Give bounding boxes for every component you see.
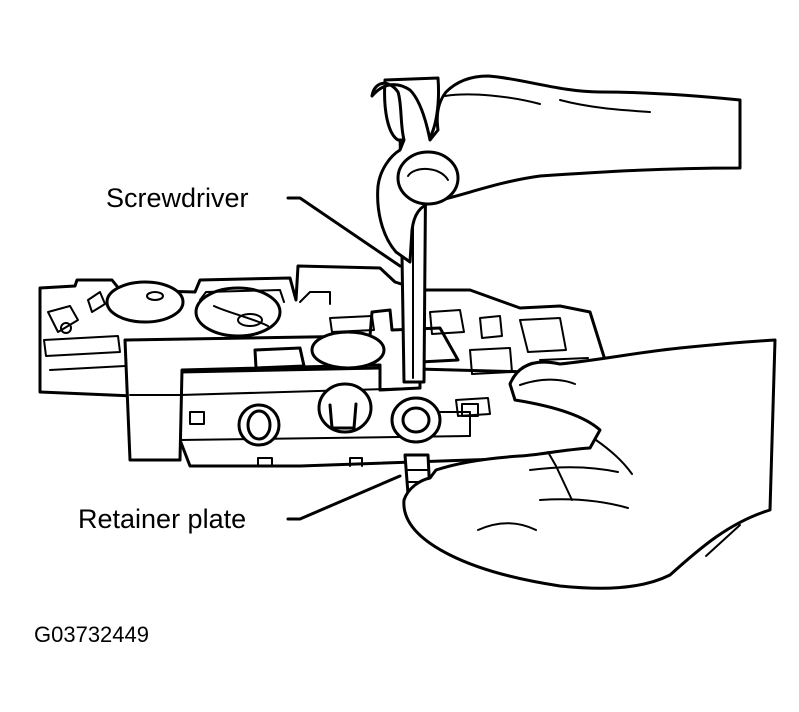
screwdriver-leader-line — [286, 196, 402, 268]
thumb — [396, 150, 460, 206]
top-boss-2 — [194, 286, 282, 338]
retainer-plate-label: Retainer plate — [78, 504, 246, 534]
bore-1 — [237, 403, 281, 447]
valve-body — [38, 264, 642, 468]
screwdriver-label: Screwdriver — [106, 183, 249, 213]
upper-hand — [370, 74, 742, 264]
top-boss-1 — [105, 280, 185, 324]
lower-hand — [402, 338, 777, 590]
top-boss-3 — [310, 330, 386, 370]
retainer-plate-leader-line — [286, 474, 402, 521]
bore-2 — [317, 382, 373, 434]
bore-3 — [390, 396, 442, 444]
figure-id: G03732449 — [34, 622, 149, 647]
